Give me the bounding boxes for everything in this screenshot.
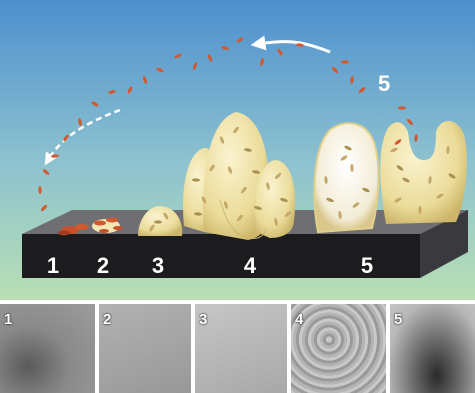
stage-label-2: 2 [88, 254, 118, 278]
micrograph-3: 3 [195, 304, 287, 393]
micrograph-5: 5 [390, 304, 475, 393]
micrograph-1: 1 [0, 304, 95, 393]
micrograph-label-1: 1 [4, 312, 12, 328]
dispersal-label: 5 [378, 72, 390, 96]
micrograph-label-5: 5 [394, 312, 402, 328]
micrograph-label-4: 4 [295, 312, 303, 328]
stage-label-1: 1 [38, 254, 68, 278]
stage-5-dispersal [314, 121, 466, 232]
micrograph-label-2: 2 [103, 312, 111, 328]
stage-label-5: 5 [352, 254, 382, 278]
stage-label-3: 3 [143, 254, 173, 278]
stage-label-4: 4 [235, 254, 265, 278]
micrograph-4: 4 [291, 304, 386, 393]
micrograph-2: 2 [99, 304, 191, 393]
micrograph-label-3: 3 [199, 312, 207, 328]
